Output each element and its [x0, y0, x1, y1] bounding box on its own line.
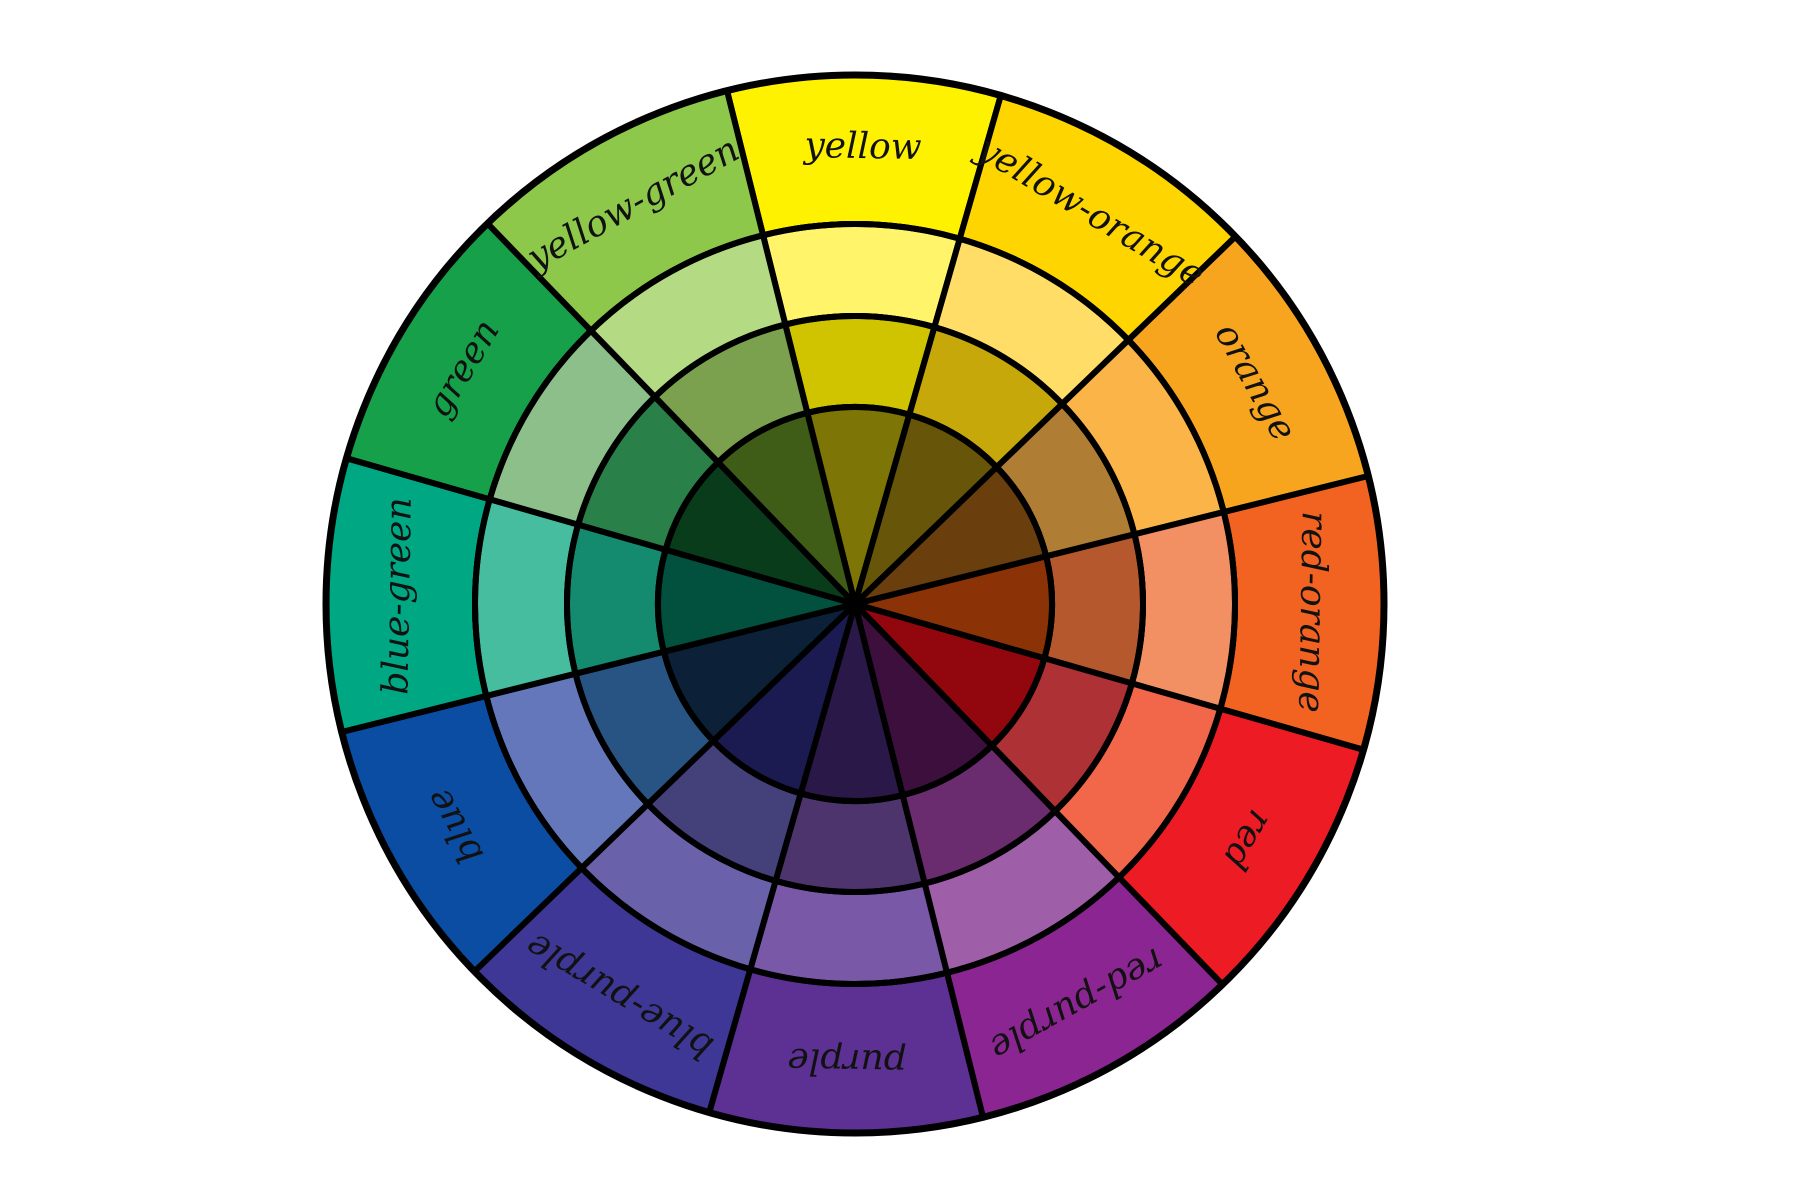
- wheel-sectors: [323, 72, 1388, 1137]
- label-red-orange: red-orange: [1290, 511, 1335, 713]
- ring-line-tone: [564, 313, 1146, 895]
- sector-red-orange-tint: [1128, 509, 1238, 712]
- sector-blue-green-tint: [472, 496, 582, 699]
- sector-purple-tint: [747, 877, 950, 987]
- label-purple: purple: [787, 1040, 907, 1083]
- label-blue-green: blue-green: [375, 497, 419, 695]
- wheel-ring-lines: [322, 71, 1388, 1137]
- label-yellow: yellow: [802, 125, 922, 168]
- sector-yellow-tint: [760, 221, 963, 331]
- ring-line-shade: [655, 404, 1055, 804]
- ring-line-tint: [472, 221, 1238, 987]
- ring-line-outer: [322, 71, 1388, 1137]
